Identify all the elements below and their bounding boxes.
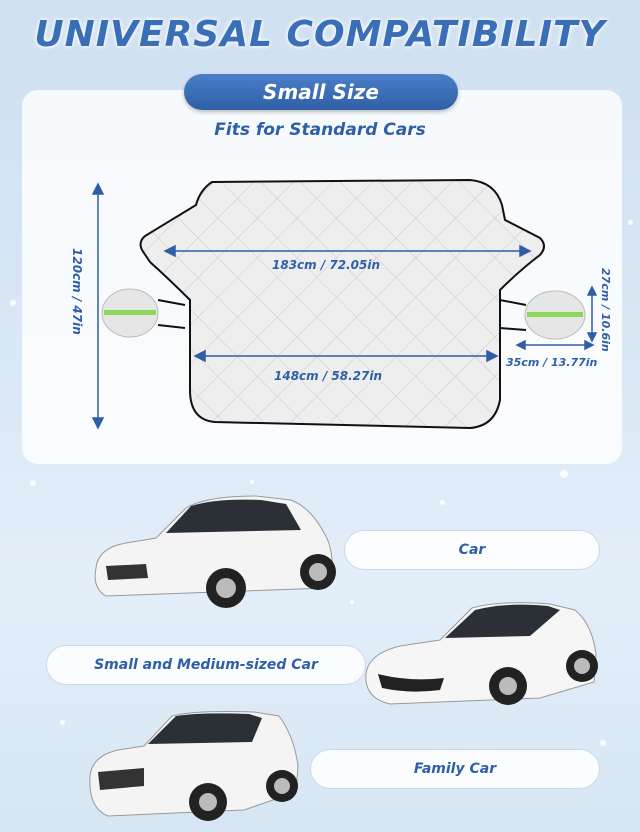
mirror-height-label: 27cm / 10.6in <box>599 268 612 352</box>
left-mirror-pocket <box>101 288 186 338</box>
coupe-car-image <box>94 495 336 608</box>
car-type-pill-family: Family Car <box>310 749 600 789</box>
mirror-width-label: 35cm / 13.77in <box>506 356 598 369</box>
right-mirror-pocket <box>499 290 586 340</box>
width-top-label: 183cm / 72.05in <box>272 258 381 272</box>
fits-subtitle: Fits for Standard Cars <box>214 120 426 140</box>
suv-car-image <box>89 711 299 821</box>
height-label: 120cm / 47in <box>70 248 84 335</box>
width-bottom-label: 148cm / 58.27in <box>274 369 383 383</box>
size-badge: Small Size <box>184 74 458 110</box>
car-type-pill-car: Car <box>344 530 600 570</box>
page-title: UNIVERSAL COMPATIBILITY <box>34 14 606 55</box>
car-type-pill-small-medium: Small and Medium-sized Car <box>46 645 366 685</box>
sedan-car-image <box>365 602 598 705</box>
